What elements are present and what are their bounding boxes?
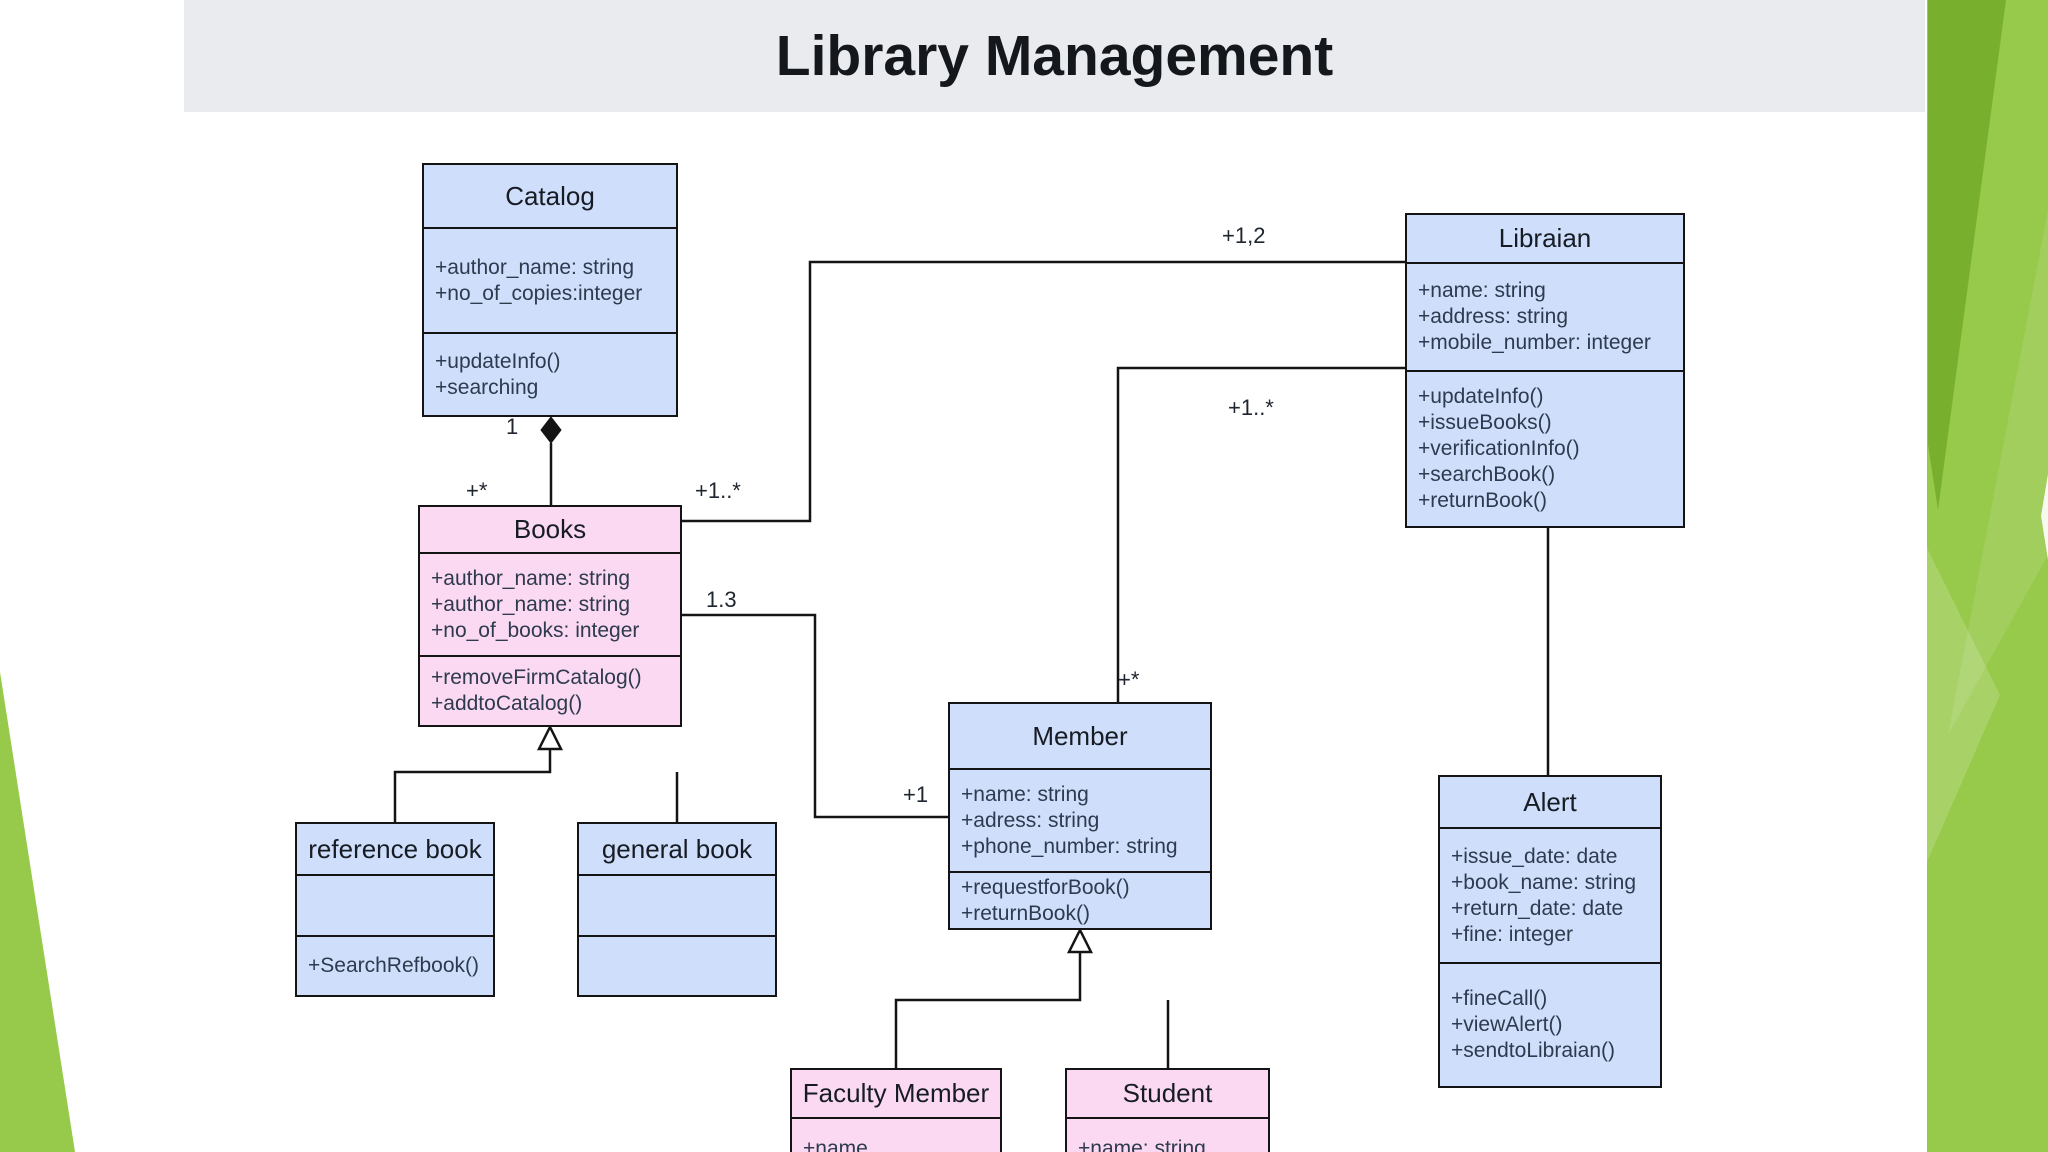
class-methods-catalog: +updateInfo()+searching: [424, 332, 676, 415]
attribute-line: +book_name: string: [1451, 870, 1637, 894]
title-banner: Library Management: [184, 0, 1925, 112]
class-attributes-reference-book: [297, 876, 493, 935]
class-libraian: Libraian +name: string +address: string +mo…: [1405, 213, 1685, 528]
attribute-line: +phone_number: string: [961, 834, 1178, 858]
attribute-line: +return_date: date: [1451, 896, 1624, 920]
edge-books-generalization: [393, 749, 552, 822]
multiplicity-label: +1,2: [1222, 223, 1266, 248]
class-methods-alert: +fineCall() +viewAlert() +sendtoLibraian(): [1440, 962, 1660, 1086]
green-wedge-bottom-left: [0, 672, 75, 1152]
green-band-right-dark-stripe: [1928, 0, 2006, 510]
class-title-libraian: Libraian: [1407, 215, 1683, 264]
attribute-line: +address: string: [1418, 305, 1568, 328]
attribute-line: +name: string: [1418, 279, 1546, 302]
multiplicity-label: +*: [1118, 667, 1140, 692]
method-line: +searchBook(): [1418, 463, 1556, 486]
class-methods-books: +removeFirmCatalog() +addtoCatalog(): [420, 655, 680, 725]
class-title-faculty-member: Faculty Member: [792, 1070, 1000, 1119]
multiplicity-label: +1: [903, 782, 929, 807]
class-alert: Alert+issue_date: date+book_name: string…: [1438, 775, 1662, 1088]
method-line: +fineCall(): [1451, 987, 1548, 1010]
method-line: +verificationInfo(): [1418, 437, 1580, 460]
class-title-general-book: general book: [579, 824, 775, 876]
class-faculty-member: Faculty Member +name: [790, 1068, 1002, 1152]
attribute-line: +fine: integer: [1451, 922, 1574, 946]
class-attributes-catalog: +author_name: string+no_of_copies:intege…: [424, 229, 676, 332]
method-line: +returnBook(): [1418, 489, 1547, 512]
method-line: +addtoCatalog(): [431, 692, 583, 715]
generalization-arrow-books-generalization: [536, 724, 564, 751]
class-title-student: Student: [1067, 1070, 1268, 1119]
multiplicity-label: +*: [466, 478, 488, 503]
attribute-line: +no_of_copies:integer: [435, 281, 643, 305]
multiplicity-label: +1..*: [695, 478, 741, 503]
attribute-line: +name: string: [961, 782, 1089, 806]
green-band-highlight-lower: [1927, 548, 2000, 862]
class-books: Books+author_name: string+author_name: s…: [418, 505, 682, 727]
attribute-line: +mobile_number: integer: [1418, 331, 1651, 354]
class-general-book: general book: [577, 822, 777, 997]
multiplicity-label: 1.3: [706, 587, 737, 612]
edge-books-libraian: [682, 260, 1405, 523]
method-line: +returnBook(): [961, 901, 1090, 925]
edge-member-generalization: [894, 952, 1082, 1068]
multiplicity-label: +1..*: [1228, 395, 1274, 420]
attribute-line: +name: string: [1078, 1137, 1206, 1152]
class-attributes-student: +name: string: [1067, 1119, 1268, 1152]
attribute-line: +author_name: string: [431, 592, 631, 616]
composition-diamond-catalog-books: [540, 416, 562, 444]
green-band-white-notch: [2041, 474, 2048, 560]
class-methods-member: +requestforBook()+returnBook(): [950, 871, 1210, 928]
method-line: +removeFirmCatalog(): [431, 666, 642, 689]
attribute-line: +issue_date: date: [1451, 844, 1618, 868]
class-methods-general-book: [579, 935, 775, 995]
attribute-line: +no_of_books: integer: [431, 618, 640, 642]
edge-libraian-member: [1116, 366, 1405, 702]
attribute-line: +adress: string: [961, 808, 1100, 832]
class-title-catalog: Catalog: [424, 165, 676, 229]
method-line: +updateInfo(): [435, 349, 561, 373]
class-student: Student +name: string: [1065, 1068, 1270, 1152]
class-attributes-faculty-member: +name: [792, 1119, 1000, 1152]
class-title-books: Books: [420, 507, 680, 554]
class-catalog: Catalog+author_name: string+no_of_copies…: [422, 163, 678, 417]
class-methods-libraian: +updateInfo() +issueBooks() +verificationI…: [1407, 370, 1683, 526]
attribute-line: +author_name: string: [435, 255, 635, 279]
class-title-member: Member: [950, 704, 1210, 770]
class-attributes-alert: +issue_date: date+book_name: string+retu…: [1440, 829, 1660, 962]
method-line: +updateInfo(): [1418, 385, 1544, 408]
class-title-alert: Alert: [1440, 777, 1660, 829]
class-member: Member+name: string+adress: string+phone…: [948, 702, 1212, 930]
class-methods-reference-book: +SearchRefbook(): [297, 935, 493, 995]
class-title-reference-book: reference book: [297, 824, 493, 876]
multiplicity-label: 1: [506, 414, 519, 439]
class-attributes-libraian: +name: string +address: string +mobile_num…: [1407, 264, 1683, 370]
green-band-highlight-upper: [1948, 210, 2048, 735]
class-attributes-books: +author_name: string+author_name: string…: [420, 554, 680, 655]
method-line: +SearchRefbook(): [308, 954, 480, 977]
method-line: +searching: [435, 375, 539, 399]
method-line: +requestforBook(): [961, 875, 1130, 899]
method-line: +sendtoLibraian(): [1451, 1039, 1616, 1062]
class-attributes-general-book: [579, 876, 775, 935]
edge-books-member: [682, 613, 948, 819]
method-line: +viewAlert(): [1451, 1013, 1563, 1036]
class-reference-book: reference book +SearchRefbook(): [295, 822, 495, 997]
attribute-line: +author_name: string: [431, 566, 631, 590]
generalization-arrow-member-generalization: [1066, 927, 1094, 954]
class-attributes-member: +name: string+adress: string+phone_numbe…: [950, 770, 1210, 871]
method-line: +issueBooks(): [1418, 411, 1552, 434]
attribute-line: +name: [803, 1137, 868, 1152]
page-title: Library Management: [775, 24, 1334, 88]
